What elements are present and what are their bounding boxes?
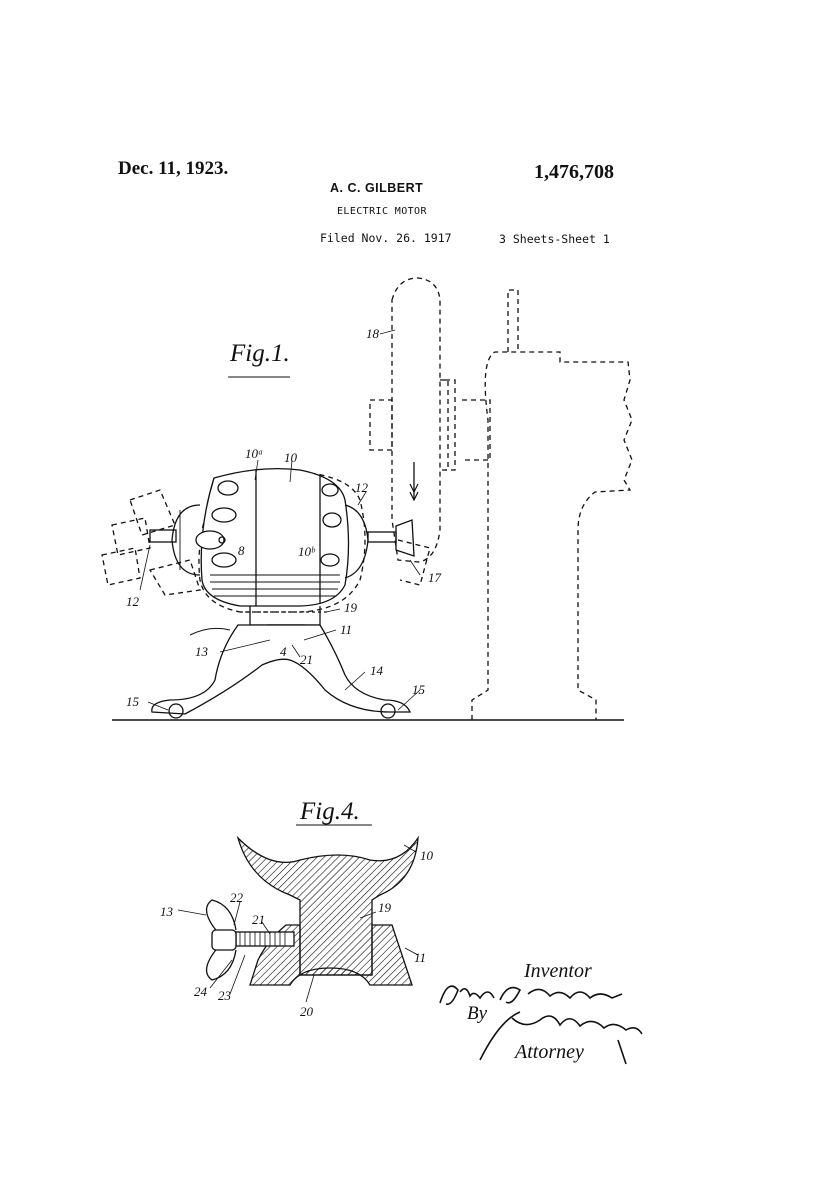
svg-text:14: 14 (370, 663, 384, 678)
svg-text:13: 13 (160, 904, 174, 919)
invention-title: ELECTRIC MOTOR (337, 206, 427, 217)
svg-text:4: 4 (280, 644, 287, 659)
inventor-signature (439, 985, 623, 1006)
svg-text:11: 11 (414, 950, 426, 965)
svg-text:10: 10 (284, 450, 298, 465)
svg-text:18: 18 (366, 326, 380, 341)
svg-text:21: 21 (252, 912, 265, 927)
motor-base (151, 606, 411, 719)
svg-text:24: 24 (194, 984, 208, 999)
dashed-machine-outline (369, 277, 633, 720)
svg-text:15: 15 (412, 682, 426, 697)
svg-text:12: 12 (126, 594, 140, 609)
fig4-numerals: 10 22 13 21 19 11 24 23 20 (160, 848, 434, 1019)
filing-date: Filed Nov. 26. 1917 (320, 231, 452, 245)
patent-date: Dec. 11, 1923. (118, 158, 229, 179)
svg-text:17: 17 (428, 570, 442, 585)
svg-text:10ᵃ: 10ᵃ (245, 446, 263, 461)
svg-text:10: 10 (420, 848, 434, 863)
attorney-label: Attorney (515, 1041, 584, 1063)
fig1-numerals: 18 10ᵃ 10 12 8 10ᵇ 12 17 19 11 13 4 21 1… (126, 326, 442, 709)
svg-text:19: 19 (378, 900, 392, 915)
figure-1-label: Fig.1. (230, 340, 290, 367)
inventor-label: Inventor (524, 960, 592, 982)
figure-4-drawing: 10 22 13 21 19 11 24 23 20 (160, 835, 434, 1019)
svg-text:22: 22 (230, 890, 244, 905)
svg-text:21: 21 (300, 652, 313, 667)
svg-text:11: 11 (340, 622, 352, 637)
by-label: By (467, 1003, 488, 1024)
svg-text:12: 12 (355, 480, 369, 495)
figure-4-label: Fig.4. (300, 798, 360, 825)
sheet-count: 3 Sheets-Sheet 1 (499, 232, 610, 246)
svg-text:19: 19 (344, 600, 358, 615)
svg-text:13: 13 (195, 644, 209, 659)
svg-text:23: 23 (218, 988, 232, 1003)
patent-number: 1,476,708 (534, 161, 614, 183)
inventor-name: A. C. GILBERT (330, 181, 424, 195)
attorney-signature (479, 1011, 643, 1065)
figure-1-drawing: 18 10ᵃ 10 12 8 10ᵇ 12 17 19 11 13 4 21 1… (101, 277, 633, 721)
dashed-motor-outline (101, 471, 366, 613)
svg-text:8: 8 (238, 543, 245, 558)
motor-body (149, 467, 415, 607)
svg-text:15: 15 (126, 694, 140, 709)
svg-text:10ᵇ: 10ᵇ (298, 544, 316, 559)
svg-text:20: 20 (300, 1004, 314, 1019)
fig1-leaders (139, 329, 421, 711)
